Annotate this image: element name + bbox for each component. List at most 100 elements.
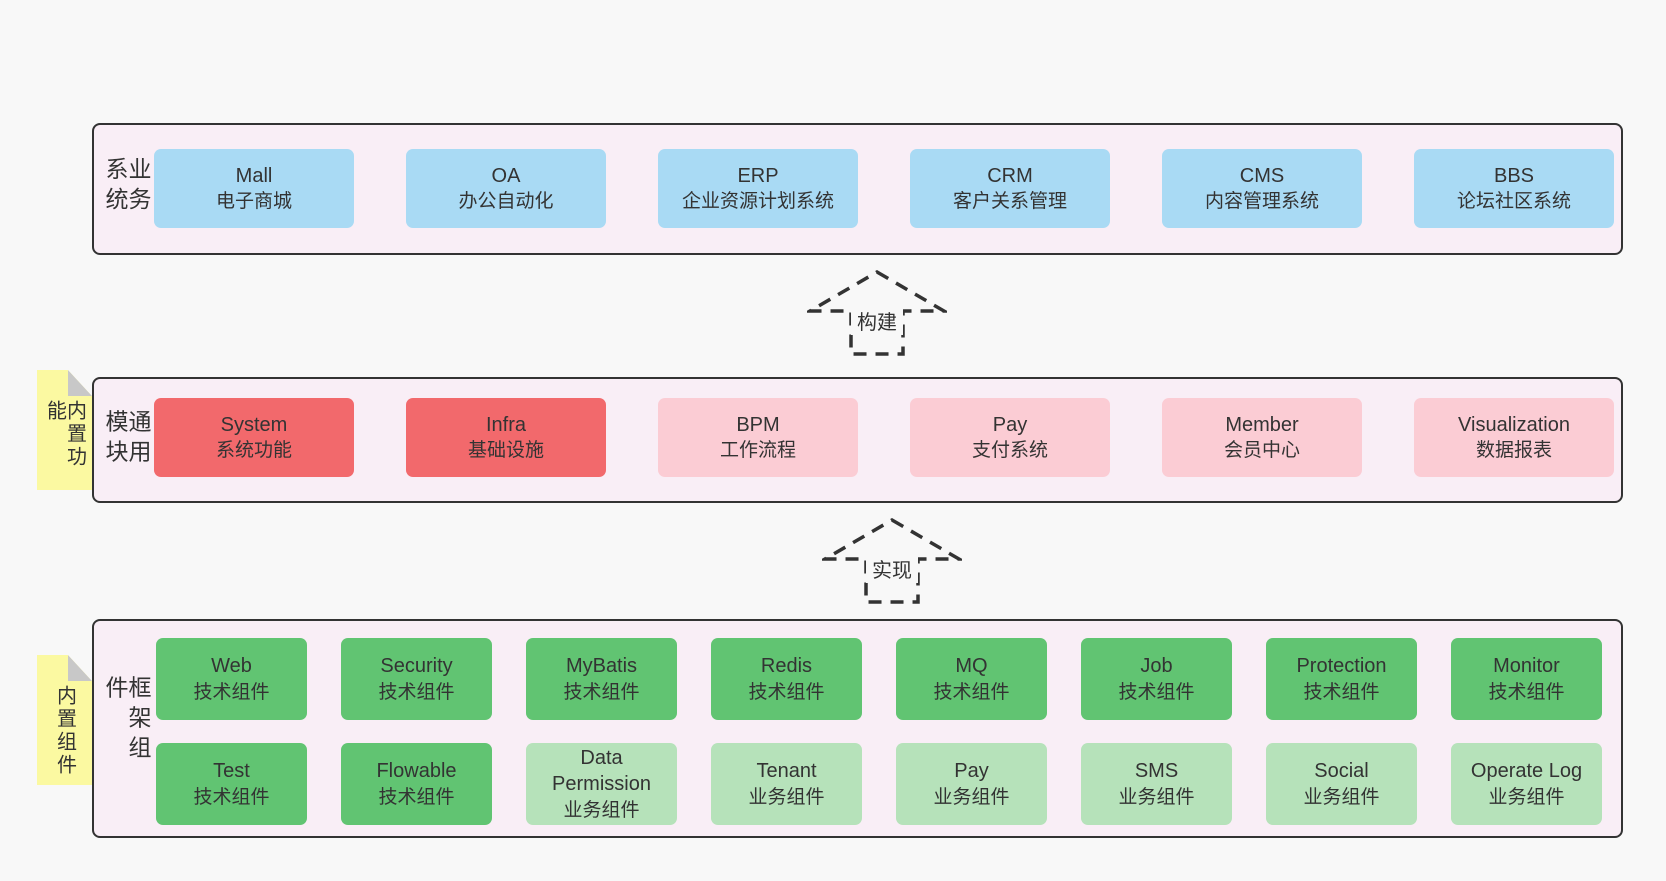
- box-name-en: Redis: [760, 655, 813, 678]
- arrow-implement: 实现: [818, 517, 966, 605]
- box-name-en: ERP: [737, 164, 779, 187]
- box-name-en: Web: [211, 655, 252, 678]
- box-name-zh: 技术组件: [193, 786, 270, 808]
- up-arrow-icon: 实现: [818, 517, 966, 604]
- box-name-en: Infra: [485, 413, 527, 436]
- box-name-zh: 支付系统: [971, 440, 1048, 462]
- box-name-zh: 技术组件: [1303, 681, 1380, 703]
- box-security: Security 技术组件: [341, 638, 492, 720]
- box-name-zh: 技术组件: [378, 681, 455, 703]
- box-operate-log: Operate Log 业务组件: [1451, 743, 1602, 825]
- box-name-en: Tenant: [756, 760, 817, 783]
- box-mq: MQ 技术组件: [896, 638, 1047, 720]
- sticky-tag-built-in-components: 内置组件: [37, 655, 92, 785]
- folded-corner: [68, 655, 92, 681]
- box-name-zh: 业务组件: [563, 799, 640, 821]
- box-name-en: System: [220, 413, 288, 436]
- box-name-en: Operate Log: [1470, 760, 1583, 783]
- box-redis: Redis 技术组件: [711, 638, 862, 720]
- sticky-tag-label: 内置功能: [43, 400, 86, 469]
- box-name-zh: 业务组件: [1118, 786, 1195, 808]
- box-name-en: Pay: [954, 760, 989, 783]
- box-name-en: Monitor: [1493, 655, 1560, 678]
- box-name-en: Protection: [1296, 655, 1387, 678]
- box-name-en: BPM: [736, 413, 780, 436]
- box-row: System 系统功能 Infra 基础设施 BPM 工作流程 Pay 支付系统 Member 会…: [154, 398, 1614, 477]
- box-name-en: Social: [1314, 760, 1369, 783]
- box-name-en: Flowable: [376, 760, 457, 783]
- box-name-zh: 内容管理系统: [1204, 191, 1319, 213]
- box-name-zh: 办公自动化: [458, 191, 554, 213]
- box-name-en: MQ: [955, 655, 988, 678]
- layer-label-business-systems: 业务系统: [102, 157, 151, 217]
- box-pay: Pay 支付系统: [910, 398, 1110, 477]
- box-tenant: Tenant 业务组件: [711, 743, 862, 825]
- folded-corner: [68, 370, 92, 396]
- arrow-label: 构建: [857, 311, 897, 334]
- box-name-en: CMS: [1239, 164, 1285, 187]
- box-social: Social 业务组件: [1266, 743, 1417, 825]
- box-infra: Infra 基础设施: [406, 398, 606, 477]
- box-name-zh: 论坛社区系统: [1456, 191, 1571, 213]
- box-name-zh: 技术组件: [378, 786, 455, 808]
- box-name-en: Visualization: [1458, 413, 1570, 436]
- box-name-en: Security: [380, 655, 453, 678]
- layer-common-modules: 通用模块 System 系统功能 Infra 基础设施 BPM 工作流程 Pay 支付系统 Me…: [92, 377, 1623, 503]
- box-name-zh: 数据报表: [1475, 440, 1552, 462]
- box-name-en: Data Permission: [552, 747, 651, 796]
- box-name-zh: 电子商城: [215, 191, 292, 213]
- box-member: Member 会员中心: [1162, 398, 1362, 477]
- box-name-zh: 系统功能: [215, 440, 292, 462]
- box-name-zh: 技术组件: [1118, 681, 1195, 703]
- box-name-zh: 技术组件: [748, 681, 825, 703]
- box-name-en: Member: [1225, 413, 1299, 436]
- up-arrow-icon: 构建: [803, 269, 951, 356]
- box-sms: SMS 业务组件: [1081, 743, 1232, 825]
- box-name-zh: 业务组件: [1488, 786, 1565, 808]
- box-oa: OA 办公自动化: [406, 149, 606, 228]
- box-name-zh: 技术组件: [563, 681, 640, 703]
- box-protection: Protection 技术组件: [1266, 638, 1417, 720]
- box-mybatis: MyBatis 技术组件: [526, 638, 677, 720]
- sticky-tag-label: 内置组件: [53, 685, 76, 777]
- sticky-tag-built-in-features: 内置功能: [37, 370, 92, 490]
- arrow-build: 构建: [803, 269, 951, 357]
- arrow-label: 实现: [872, 559, 912, 582]
- box-name-zh: 企业资源计划系统: [681, 191, 834, 213]
- box-mall: Mall 电子商城: [154, 149, 354, 228]
- box-flowable: Flowable 技术组件: [341, 743, 492, 825]
- box-data-permission: Data Permission 业务组件: [526, 743, 677, 825]
- box-name-zh: 技术组件: [193, 681, 270, 703]
- box-name-zh: 业务组件: [748, 786, 825, 808]
- box-name-zh: 业务组件: [1303, 786, 1380, 808]
- box-cms: CMS 内容管理系统: [1162, 149, 1362, 228]
- box-bpm: BPM 工作流程: [658, 398, 858, 477]
- box-name-en: OA: [491, 164, 521, 187]
- box-name-en: CRM: [987, 164, 1033, 187]
- box-bbs: BBS 论坛社区系统: [1414, 149, 1614, 228]
- box-web: Web 技术组件: [156, 638, 307, 720]
- box-visualization: Visualization 数据报表: [1414, 398, 1614, 477]
- layer-label-framework-components: 框架组件: [102, 674, 151, 765]
- box-name-zh: 技术组件: [933, 681, 1010, 703]
- box-name-en: Pay: [992, 413, 1028, 436]
- box-name-zh: 会员中心: [1223, 440, 1300, 462]
- box-name-zh: 工作流程: [719, 440, 796, 462]
- box-name-en: Mall: [235, 164, 273, 187]
- box-erp: ERP 企业资源计划系统: [658, 149, 858, 228]
- box-name-zh: 基础设施: [467, 440, 544, 462]
- box-name-en: BBS: [1493, 164, 1535, 187]
- box-name-en: SMS: [1134, 760, 1179, 783]
- box-system: System 系统功能: [154, 398, 354, 477]
- layer-label-common-modules: 通用模块: [102, 409, 151, 470]
- box-name-en: MyBatis: [565, 655, 638, 678]
